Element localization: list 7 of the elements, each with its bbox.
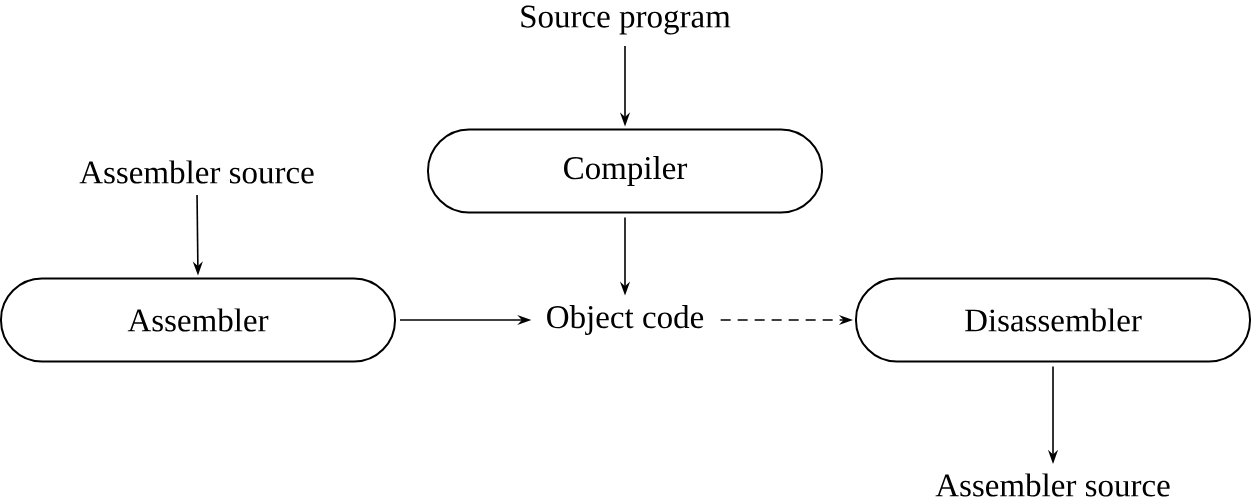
process-box: Assembler bbox=[0, 277, 396, 363]
text-label: Source program bbox=[521, 5, 731, 35]
text-label: Assembler source bbox=[79, 160, 314, 184]
process-box: Disassembler bbox=[855, 277, 1251, 363]
text-label: Object code bbox=[547, 305, 704, 335]
text-label: Assembler source bbox=[935, 473, 1170, 497]
process-box: Compiler bbox=[427, 128, 823, 214]
